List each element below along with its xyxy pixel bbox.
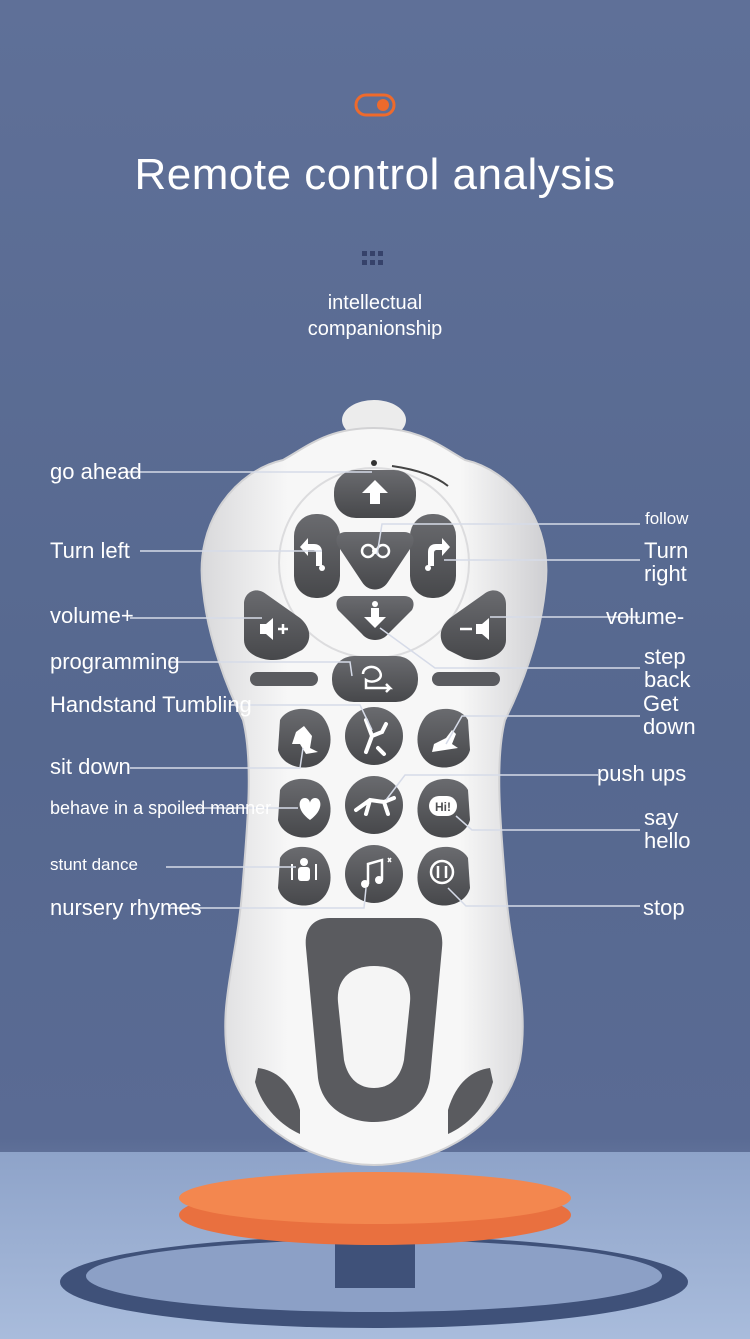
programming-icon [361,665,394,693]
volume-down-icon [460,618,489,640]
pause-icon [429,859,455,885]
label-turn-right: Turn right [644,539,688,585]
subtitle-line-1: intellectual [327,292,423,314]
down-arrow-icon [364,608,386,628]
stunt-dance-button[interactable] [278,846,331,906]
turn-left-button[interactable] [294,514,340,598]
label-get-down-line-1: Get [643,691,679,716]
spoiled-button[interactable] [278,778,331,838]
label-handstand-tumbling: Handstand Tumbling [50,692,252,717]
label-turn-right-line-1: Turn [644,538,689,563]
label-sit-down: sit down [50,754,131,779]
label-volume-minus: volume- [606,604,685,629]
turn-right-icon [428,538,450,566]
heart-icon [299,798,321,820]
page-title: Remote control analysis [134,150,616,199]
stop-button[interactable] [417,846,470,906]
label-turn-right-line-2: right [644,561,687,586]
nursery-rhymes-button[interactable] [345,845,403,903]
toggle-icon [354,93,396,117]
volume-up-icon [260,618,288,640]
label-say-hello-line-2: hello [644,828,691,853]
label-nursery-rhymes: nursery rhymes [50,895,202,920]
up-arrow-icon [362,480,388,504]
label-step-back-line-2: back [644,667,691,692]
label-stunt-dance: stunt dance [50,855,138,874]
label-volume-plus: volume+ [50,603,134,628]
subtitle-line-2: companionship [307,318,443,340]
label-say-hello: say hello [644,806,690,852]
turn-left-icon [300,538,322,566]
label-go-ahead: go ahead [50,459,142,484]
push-up-icon [354,796,396,816]
hi-icon: Hi! [429,796,457,816]
say-hello-button[interactable]: Hi! [417,778,470,838]
label-programming: programming [50,649,180,674]
sit-down-button[interactable] [278,708,331,768]
push-ups-button[interactable] [345,776,403,834]
subtitle: intellectual companionship [0,290,750,342]
label-get-down-line-2: down [643,714,696,739]
programming-button[interactable] [332,656,418,702]
music-note-icon [361,857,392,888]
label-step-back: step back [644,645,690,691]
up-button[interactable] [334,470,416,518]
handstand-icon [364,718,388,756]
handstand-button[interactable] [345,707,403,765]
label-behave-spoiled: behave in a spoiled manner [50,798,272,818]
label-stop: stop [643,895,685,920]
label-turn-left: Turn left [50,538,130,563]
grid-dots-icon [362,251,383,265]
svg-text:Hi!: Hi! [435,800,451,814]
dog-icon [292,726,318,754]
volume-up-button[interactable] [244,590,310,660]
display-stand [60,1172,688,1328]
turn-right-button[interactable] [410,514,456,598]
label-follow: follow [645,509,689,528]
get-down-button[interactable] [417,708,470,768]
leader-lines [125,471,640,909]
step-back-button[interactable] [336,596,414,640]
label-say-hello-line-1: say [644,805,679,830]
label-get-down: Get down [643,692,696,738]
label-step-back-line-1: step [644,644,686,669]
label-push-ups: push ups [597,761,687,786]
volume-down-button[interactable] [440,590,506,660]
